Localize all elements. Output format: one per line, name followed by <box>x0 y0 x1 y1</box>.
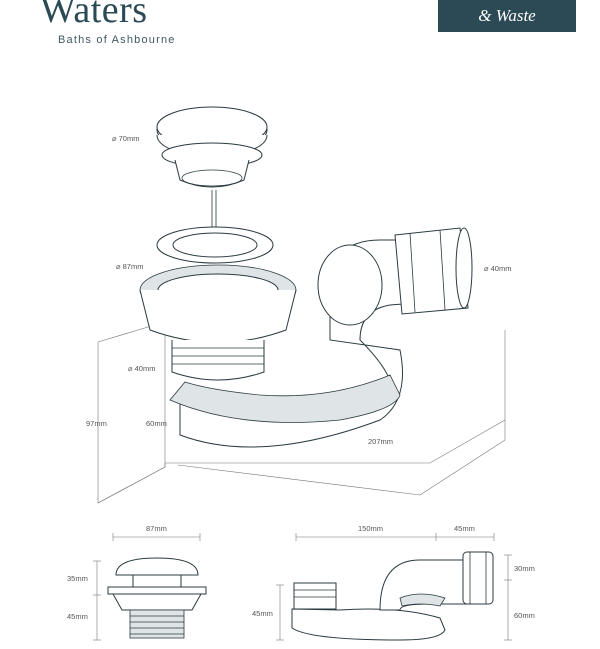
page-title: & Waste <box>478 6 536 25</box>
iso-length-total-label: 207mm <box>368 437 393 446</box>
iso-view: ⌀ 70mm ⌀ 87mm ⌀ 40mm ⌀ 40mm 97mm 60mm 20… <box>86 106 511 504</box>
side-height-left-label: 45mm <box>252 609 273 618</box>
title-banner: & Waste <box>438 0 576 32</box>
iso-height-total-label: 97mm <box>86 419 107 428</box>
iso-cap-diameter-label: ⌀ 70mm <box>112 134 139 143</box>
bottle-trap <box>169 227 473 448</box>
brand-logo: Waters Baths of Ashbourne <box>40 0 176 46</box>
side-height-right-label: 60mm <box>514 611 535 620</box>
waste-body <box>139 264 297 381</box>
side-length-a-label: 150mm <box>358 524 383 533</box>
side-height-top-label: 30mm <box>514 564 535 573</box>
brand-name: Waters <box>40 0 148 31</box>
side-length-b-label: 45mm <box>454 524 475 533</box>
front-body-height-label: 45mm <box>67 612 88 621</box>
iso-height-trap-label: 60mm <box>146 419 167 428</box>
front-cap-height-label: 35mm <box>67 574 88 583</box>
iso-trap-diameter-label: ⌀ 40mm <box>484 264 511 273</box>
front-view: 87mm 35mm 45mm <box>67 524 207 641</box>
flange <box>156 226 274 264</box>
iso-flange-diameter-label: ⌀ 87mm <box>116 262 143 271</box>
side-view: 150mm 45mm 45mm 30mm 60mm <box>252 524 535 641</box>
brand-tagline: Baths of Ashbourne <box>58 34 176 46</box>
pop-up-cap <box>156 106 268 255</box>
front-width-label: 87mm <box>146 524 167 533</box>
iso-outlet-diameter-label: ⌀ 40mm <box>128 364 155 373</box>
